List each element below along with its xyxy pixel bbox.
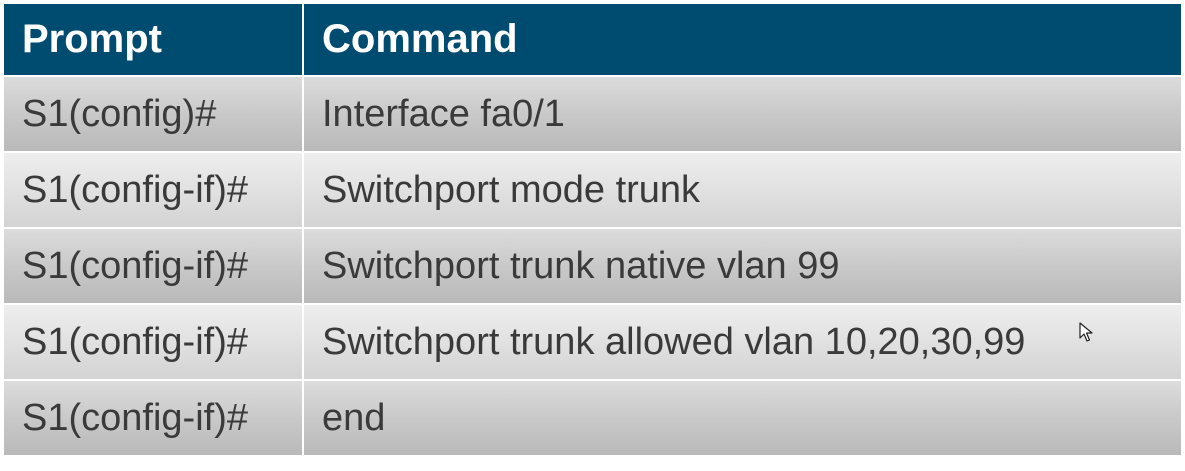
command-cell: Switchport trunk allowed vlan 10,20,30,9… [304,305,1181,379]
table-header-row: Prompt Command [4,4,1181,75]
command-cell: Switchport trunk native vlan 99 [304,229,1181,303]
prompt-cell: S1(config-if)# [4,229,302,303]
table-row: S1(config-if)# Switchport mode trunk [4,153,1181,227]
command-cell: end [304,381,1181,455]
table-row: S1(config-if)# end [4,381,1181,455]
command-cell: Interface fa0/1 [304,77,1181,151]
mouse-pointer-icon [1079,322,1093,342]
header-prompt: Prompt [4,4,302,75]
prompt-cell: S1(config-if)# [4,381,302,455]
table-row: S1(config-if)# Switchport trunk native v… [4,229,1181,303]
table-row: S1(config)# Interface fa0/1 [4,77,1181,151]
table-row: S1(config-if)# Switchport trunk allowed … [4,305,1181,379]
prompt-cell: S1(config)# [4,77,302,151]
prompt-cell: S1(config-if)# [4,305,302,379]
command-table: Prompt Command S1(config)# Interface fa0… [2,2,1183,457]
header-command: Command [304,4,1181,75]
command-cell: Switchport mode trunk [304,153,1181,227]
prompt-cell: S1(config-if)# [4,153,302,227]
